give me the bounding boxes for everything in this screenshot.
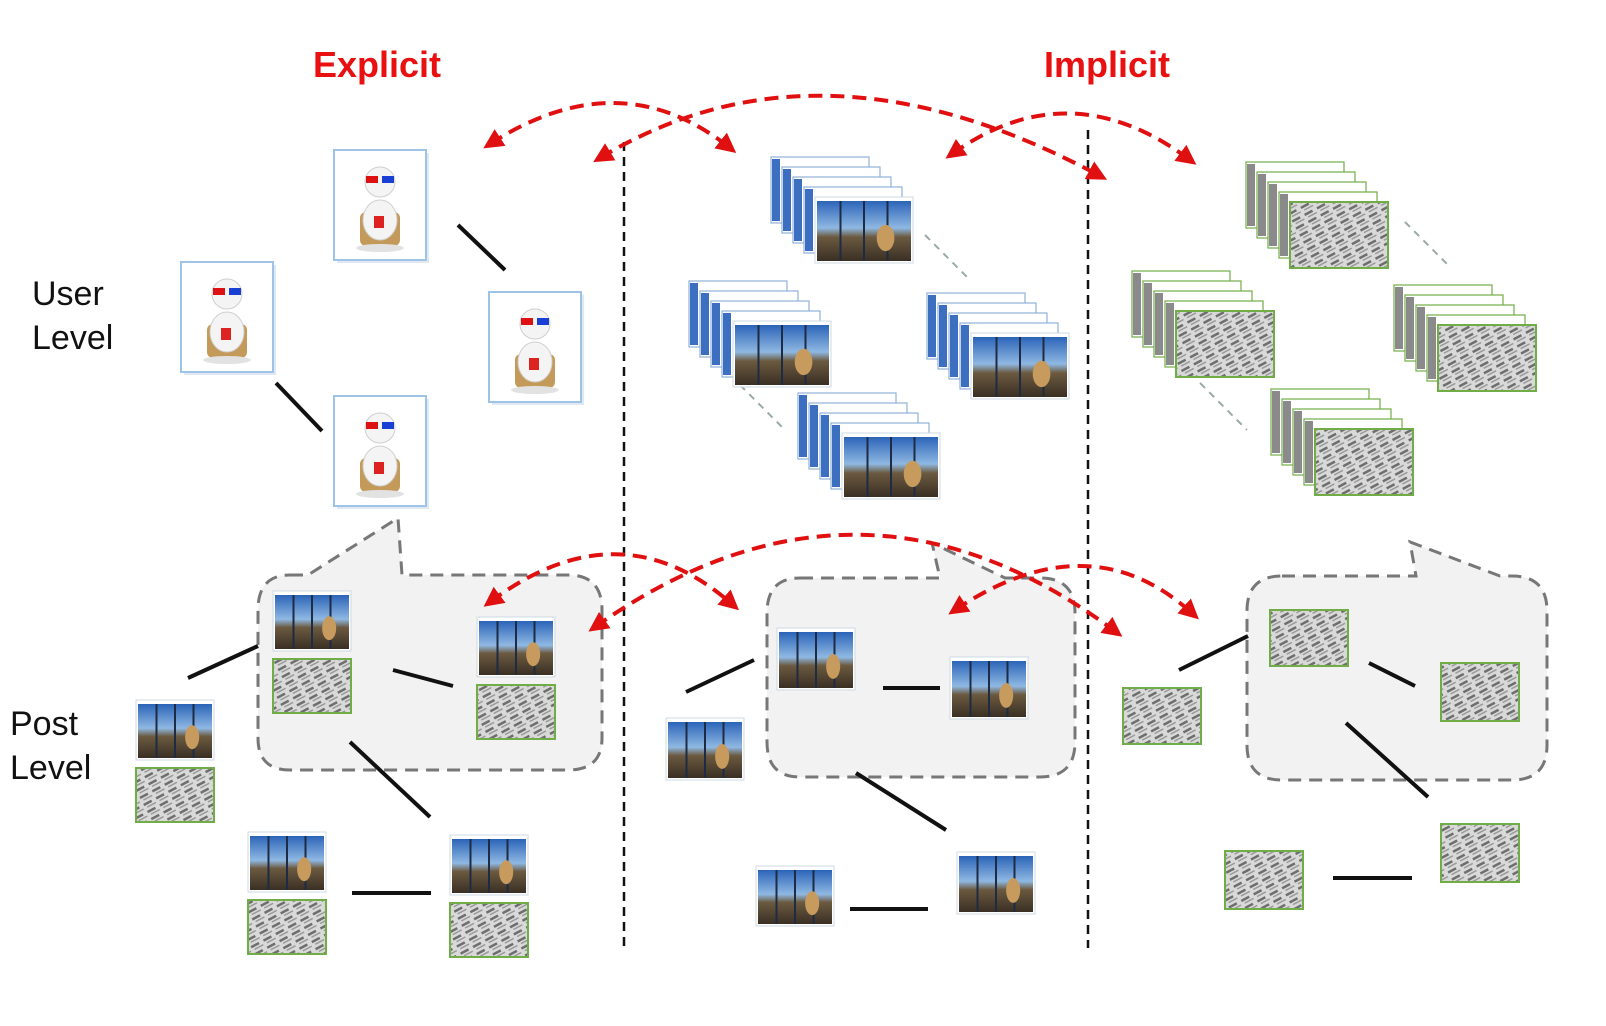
post-pair-bottom-2-text	[449, 902, 529, 958]
text-stack-3-top	[1437, 324, 1537, 392]
arrow-user-photo-text	[945, 111, 1197, 165]
post-text-left	[1122, 687, 1202, 745]
text-stack-1-top	[1289, 201, 1389, 269]
post-photo-bubble-2	[949, 656, 1029, 720]
photo-stack-2-top	[732, 320, 832, 388]
post-pair-bottom-2-photo	[449, 834, 529, 896]
text-stack-2-top	[1175, 310, 1275, 378]
user-icon-3	[488, 291, 584, 405]
post-edge-2	[392, 668, 454, 688]
user-level-label-line2: Level	[32, 319, 114, 357]
text-stack-4-top	[1314, 428, 1414, 496]
post-photo-bottom-1	[755, 865, 835, 927]
post-pair-left-photo	[135, 699, 215, 761]
user-icon-1	[333, 149, 429, 263]
post-pair-in-bubble-2-photo	[476, 616, 556, 678]
explicit-header: Explicit	[313, 44, 442, 85]
post-photo-left	[665, 717, 745, 781]
post-edge-10	[1368, 661, 1416, 688]
photo-stack-1-top	[814, 196, 914, 264]
post-pair-in-bubble-1-text	[272, 658, 352, 714]
arrow-post-explicit-photo	[483, 552, 739, 611]
post-text-bottom-2	[1440, 823, 1520, 883]
post-level-label: Post Level	[10, 702, 91, 790]
text-stack-edge-1	[1404, 221, 1451, 268]
post-pair-bottom-1-text	[247, 899, 327, 955]
post-pair-in-bubble-1-photo	[272, 590, 352, 652]
photo-stack-3-top	[970, 332, 1070, 400]
user-edge-top	[456, 223, 507, 272]
post-edge-1	[187, 644, 259, 680]
arrow-user-explicit-photo	[483, 101, 737, 153]
post-photo-bubble-1	[776, 627, 856, 691]
implicit-header: Implicit	[1044, 44, 1171, 85]
photo-stack-edge-2	[739, 384, 786, 431]
post-level-label-line1: Post	[10, 705, 79, 743]
text-stack-edge-2	[1199, 382, 1248, 431]
post-edge-3	[348, 740, 432, 819]
user-level-label: User Level	[32, 272, 113, 360]
post-pair-left-text	[135, 767, 215, 823]
user-icon-4	[333, 395, 429, 509]
post-text-bubble-2	[1440, 662, 1520, 722]
arrow-post-photo-text	[948, 564, 1199, 620]
post-pair-bottom-1-photo	[247, 831, 327, 893]
post-edge-9	[1178, 634, 1249, 672]
post-edge-7	[854, 771, 948, 832]
post-level-label-line2: Level	[10, 749, 92, 787]
post-text-bubble-1	[1269, 609, 1349, 667]
post-edge-11	[1344, 721, 1430, 799]
photo-stack-edge-1	[924, 234, 971, 281]
user-edge-bottom	[274, 381, 324, 433]
post-edge-5	[685, 658, 755, 694]
post-text-bottom-1	[1224, 850, 1304, 910]
user-icon-2	[180, 261, 276, 375]
post-pair-in-bubble-2-text	[476, 684, 556, 740]
user-level-label-line1: User	[32, 275, 104, 313]
photo-stack-4-top	[841, 432, 941, 500]
post-photo-bottom-2	[956, 851, 1036, 915]
